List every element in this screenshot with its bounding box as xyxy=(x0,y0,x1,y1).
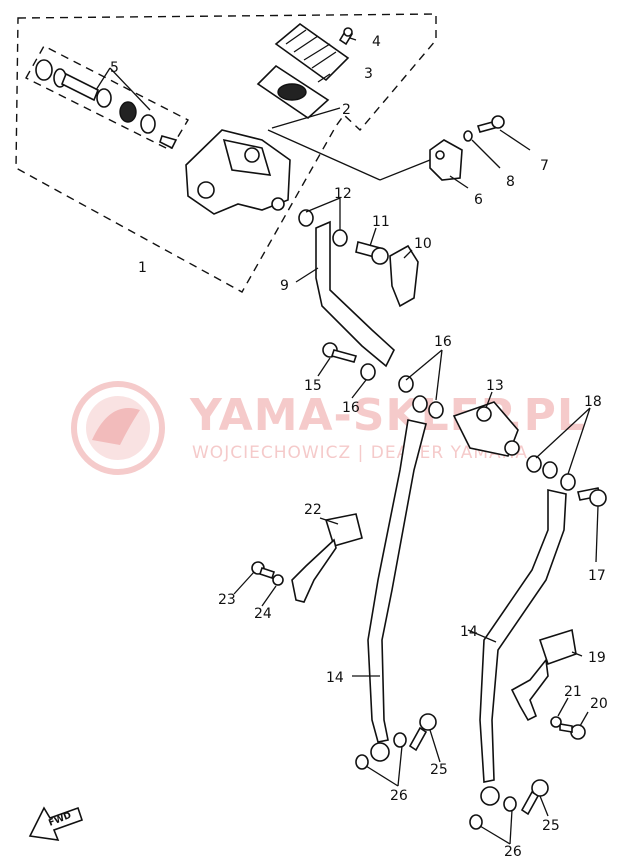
callout-7: 7 xyxy=(540,158,549,174)
nut-24 xyxy=(272,574,284,586)
hose-holder-19 xyxy=(510,628,577,722)
callout-23: 23 xyxy=(218,592,236,608)
washer-16c xyxy=(412,395,428,413)
callout-4: 4 xyxy=(372,34,381,50)
callout-18: 18 xyxy=(584,394,602,410)
callout-12: 12 xyxy=(334,186,352,202)
callout-25a: 25 xyxy=(430,762,448,778)
callout-6: 6 xyxy=(474,192,483,208)
watermark-brand: YAMA-SKLEP.PL xyxy=(189,390,586,441)
washer-26b xyxy=(393,732,407,748)
master-cylinder-body xyxy=(185,129,291,215)
callout-20: 20 xyxy=(590,696,608,712)
callouts: 1 2 3 4 5 6 7 8 9 10 11 12 13 14 14 15 1… xyxy=(110,34,608,858)
callout-11: 11 xyxy=(372,214,390,230)
bolt-7 xyxy=(476,115,505,133)
leader-lines xyxy=(95,37,599,845)
callout-3: 3 xyxy=(364,66,373,82)
callout-19: 19 xyxy=(588,650,606,666)
callout-15: 15 xyxy=(304,378,322,394)
callout-24: 24 xyxy=(254,606,272,622)
assembly-outline xyxy=(15,13,437,293)
washer-18b xyxy=(542,461,558,479)
washer-12b xyxy=(332,229,348,247)
washer-26c xyxy=(469,814,483,830)
callout-25b: 25 xyxy=(542,818,560,834)
hose-holder-22 xyxy=(291,513,363,603)
bolt-20 xyxy=(559,723,586,740)
callout-22: 22 xyxy=(304,502,322,518)
bolt-23 xyxy=(251,561,276,580)
washer-26d xyxy=(503,796,517,812)
callout-21: 21 xyxy=(564,684,582,700)
washer-18a xyxy=(526,455,542,473)
washer-12a xyxy=(298,209,314,227)
bracket xyxy=(429,139,463,181)
union-bolt-11 xyxy=(355,241,389,265)
callout-26a: 26 xyxy=(390,788,408,804)
bolt-15 xyxy=(322,342,358,363)
washer-8 xyxy=(463,130,473,142)
callout-2: 2 xyxy=(342,102,351,118)
bolt-25-left xyxy=(408,713,437,752)
washer-18c xyxy=(560,473,576,491)
callout-5: 5 xyxy=(110,60,119,76)
reservoir-cap xyxy=(274,22,350,82)
brake-hose-14-right xyxy=(479,489,567,783)
callout-10: 10 xyxy=(414,236,432,252)
callout-1: 1 xyxy=(138,260,147,276)
piston-kit xyxy=(25,45,189,151)
callout-8: 8 xyxy=(506,174,515,190)
fwd-arrow-icon: FWD xyxy=(28,806,84,841)
bolt-25-right xyxy=(520,779,549,816)
boot-cover-10 xyxy=(389,244,419,308)
diaphragm xyxy=(256,64,330,120)
bolt-17 xyxy=(577,487,607,507)
callout-14a: 14 xyxy=(326,670,344,686)
callout-14b: 14 xyxy=(460,624,478,640)
callout-26b: 26 xyxy=(504,844,522,858)
brake-hose-14-left xyxy=(367,419,427,743)
callout-13: 13 xyxy=(486,378,504,394)
callout-17: 17 xyxy=(588,568,606,584)
screw-4 xyxy=(338,27,354,46)
callout-16a: 16 xyxy=(434,334,452,350)
watermark: YAMA-SKLEP.PL WOJCIECHOWICZ | DEALER YAM… xyxy=(71,381,586,475)
washer-16d xyxy=(428,401,444,419)
washer-21 xyxy=(550,716,562,728)
brake-hose-9 xyxy=(315,220,395,368)
washer-16b xyxy=(398,375,414,393)
watermark-dealer: WOJCIECHOWICZ | DEALER YAMAHA xyxy=(192,443,528,463)
joint-13 xyxy=(452,401,520,457)
hose-14-right-banjo xyxy=(480,786,500,806)
callout-16b: 16 xyxy=(342,400,360,416)
washer-16a xyxy=(360,363,376,381)
hose-14-left-banjo xyxy=(370,742,390,762)
callout-9: 9 xyxy=(280,278,289,294)
washer-26a xyxy=(355,754,369,770)
